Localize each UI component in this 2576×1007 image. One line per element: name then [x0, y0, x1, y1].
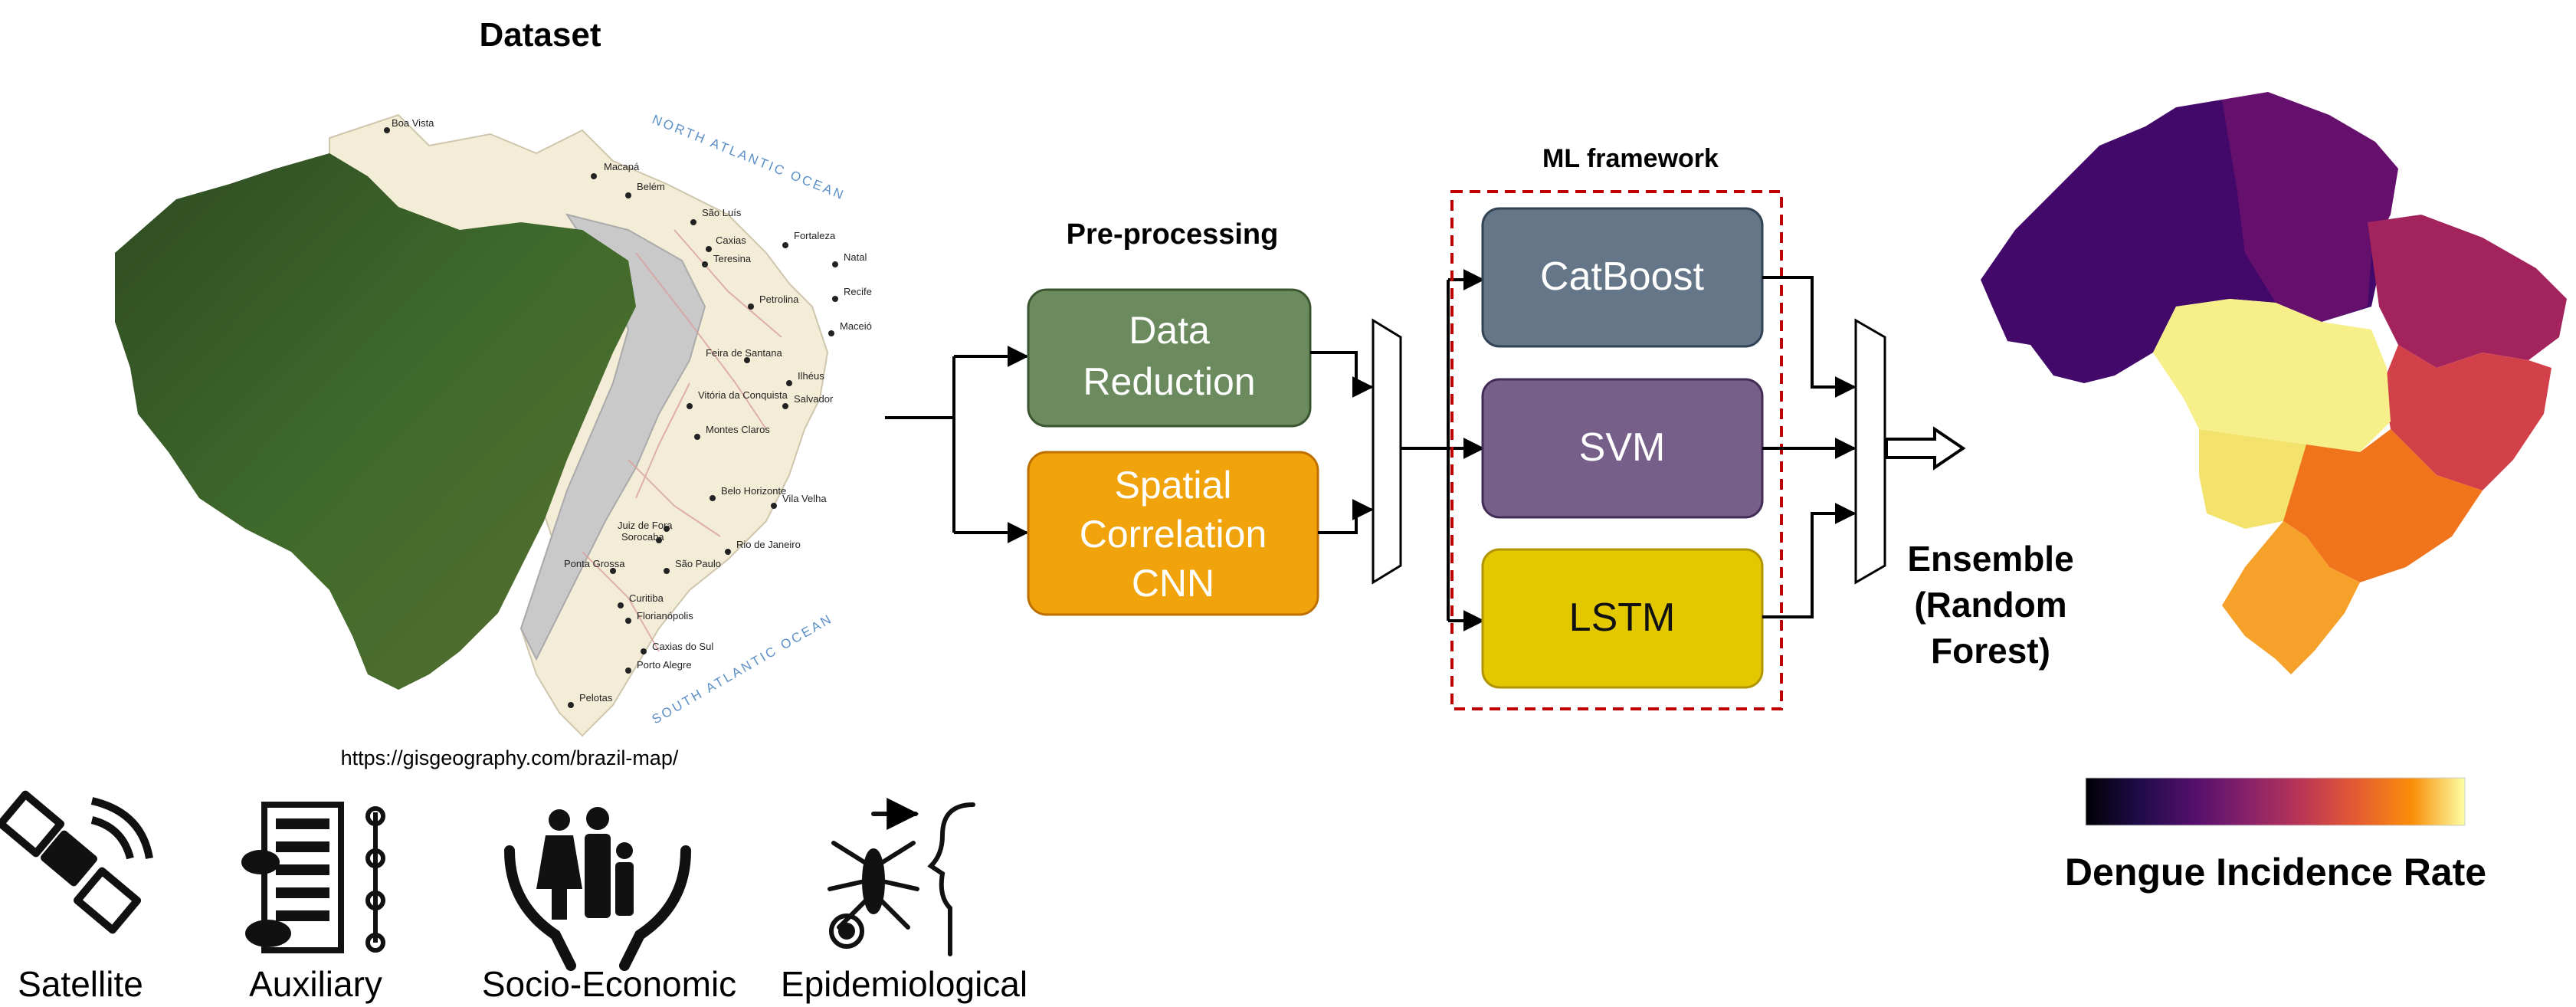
- dengue-incidence-map: [1981, 92, 2567, 674]
- city-label: Maceió: [840, 320, 872, 332]
- ml-framework-frame: [1450, 190, 1783, 710]
- spatial-correlation-cnn-box: Spatial Correlation CNN: [1027, 451, 1319, 616]
- city-label: Rio de Janeiro: [736, 539, 801, 550]
- city-label: Porto Alegre: [637, 659, 692, 671]
- spatial-cnn-line2: Correlation: [1080, 513, 1267, 556]
- city-label: Pelotas: [579, 692, 613, 704]
- merge-block-2: [1854, 318, 1886, 585]
- city-label: São Paulo: [675, 558, 721, 569]
- city-label: Ponta Grossa: [564, 558, 625, 569]
- city-label: Boa Vista: [392, 117, 434, 129]
- source-label-satellite: Satellite: [18, 964, 143, 1004]
- city-label: Fortaleza: [794, 230, 836, 241]
- mosquito-human-icon: [828, 798, 975, 956]
- city-label: Salvador: [794, 393, 834, 405]
- city-label: Florianópolis: [637, 610, 693, 622]
- preprocessing-title: Pre-processing: [1067, 218, 1279, 251]
- output-arrow-icon: [1885, 426, 1966, 471]
- family-hands-icon: [504, 807, 691, 971]
- source-label-auxiliary: Auxiliary: [249, 964, 382, 1004]
- lstm-label: LSTM: [1569, 595, 1676, 640]
- city-label: Vila Velha: [782, 493, 827, 504]
- data-reduction-line1: Data: [1129, 309, 1210, 352]
- city-label: Ilhéus: [798, 370, 824, 382]
- source-label-socio-economic: Socio-Economic: [482, 964, 736, 1004]
- city-label: Macapá: [604, 161, 640, 172]
- catboost-box: CatBoost: [1481, 207, 1764, 348]
- ensemble-line2: (Random: [1914, 585, 2066, 625]
- merge-block-1: [1372, 318, 1402, 585]
- city-label: Montes Claros: [706, 424, 770, 435]
- ocean-label-north: NORTH ATLANTIC OCEAN: [651, 112, 847, 203]
- svm-box: SVM: [1481, 378, 1764, 519]
- city-label: Natal: [844, 251, 867, 263]
- dataset-title: Dataset: [480, 16, 601, 54]
- data-reduction-box: Data Reduction: [1027, 288, 1312, 428]
- city-label: Vitória da Conquista: [698, 389, 788, 401]
- server-icon: [241, 802, 385, 953]
- city-label: Curitiba: [629, 592, 664, 604]
- city-label: Juiz de Fora: [618, 520, 673, 531]
- data-reduction-line2: Reduction: [1083, 360, 1255, 403]
- ensemble-line1: Ensemble: [1907, 539, 2073, 579]
- city-label: Petrolina: [759, 294, 799, 305]
- satellite-icon: [0, 790, 153, 934]
- city-label: Recife: [844, 286, 872, 297]
- catboost-label: CatBoost: [1540, 254, 1704, 299]
- colorbar-label: Dengue Incidence Rate: [2065, 851, 2486, 894]
- ml-framework-title: ML framework: [1542, 144, 1719, 173]
- source-label-epidemiological: Epidemiological: [781, 964, 1027, 1004]
- spatial-cnn-line3: CNN: [1132, 562, 1214, 605]
- city-label: Belém: [637, 181, 665, 192]
- map-source-url[interactable]: https://gisgeography.com/brazil-map/: [341, 746, 679, 769]
- ensemble-label: Ensemble (Random Forest): [1907, 539, 2073, 671]
- city-label: Feira de Santana: [706, 347, 783, 359]
- city-label: Caxias do Sul: [652, 641, 713, 652]
- lstm-box: LSTM: [1481, 548, 1764, 689]
- colorbar: [2085, 777, 2466, 826]
- city-label: Teresina: [713, 253, 752, 264]
- city-label: Caxias: [716, 235, 746, 246]
- ensemble-line3: Forest): [1931, 631, 2050, 671]
- city-label: Belo Horizonte: [721, 485, 786, 497]
- svm-label: SVM: [1579, 425, 1666, 470]
- spatial-cnn-line1: Spatial: [1115, 464, 1232, 507]
- city-label: Sorocaba: [621, 531, 664, 543]
- city-label: São Luís: [702, 207, 742, 218]
